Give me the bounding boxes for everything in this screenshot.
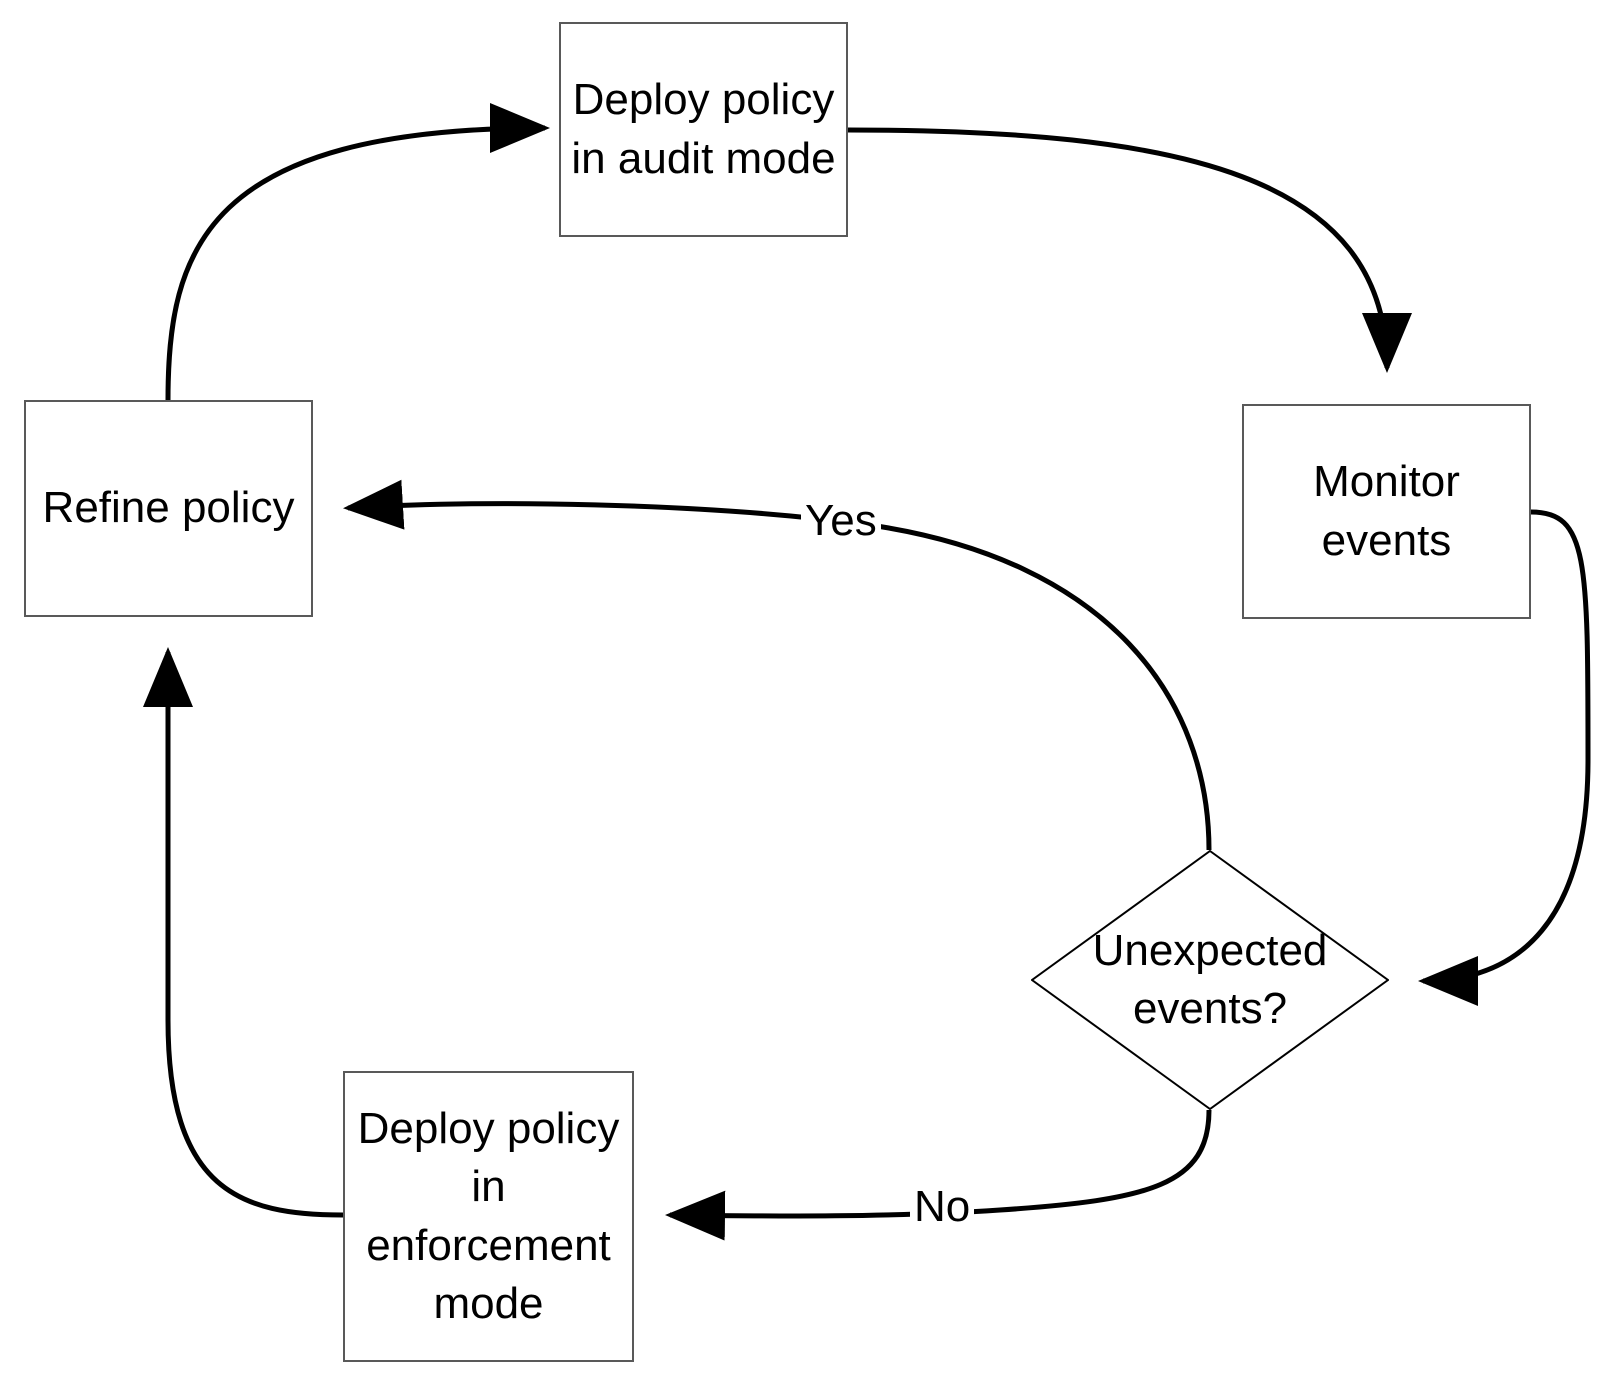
node-deploy-policy-enforcement-mode[interactable]: Deploy policy in enforcement mode [343,1071,634,1362]
node-label: Unexpected events? [1092,925,1328,1033]
edge-refine-to-audit [165,103,550,401]
edge-enforcement-to-refine [143,647,344,1218]
node-label: Deploy policy in enforcement mode [357,1104,620,1328]
node-label: Monitor events [1313,457,1460,565]
node-deploy-policy-audit-mode[interactable]: Deploy policy in audit mode [559,22,848,237]
edge-decision-no-to-enforcement [665,1109,1212,1241]
diamond-shape [1031,850,1389,1110]
node-monitor-events[interactable]: Monitor events [1242,404,1531,619]
node-unexpected-events-decision[interactable]: Unexpected events? [1031,850,1389,1110]
node-label: Deploy policy in audit mode [571,75,836,183]
edge-audit-to-monitor [847,127,1412,373]
node-label: Refine policy [42,483,295,533]
edge-monitor-to-decision [1418,509,1591,1006]
node-refine-policy[interactable]: Refine policy [24,400,313,617]
edge-label-no: No [910,1183,975,1231]
edge-decision-yes-to-refine [343,479,1212,851]
edge-label-yes: Yes [801,497,881,545]
